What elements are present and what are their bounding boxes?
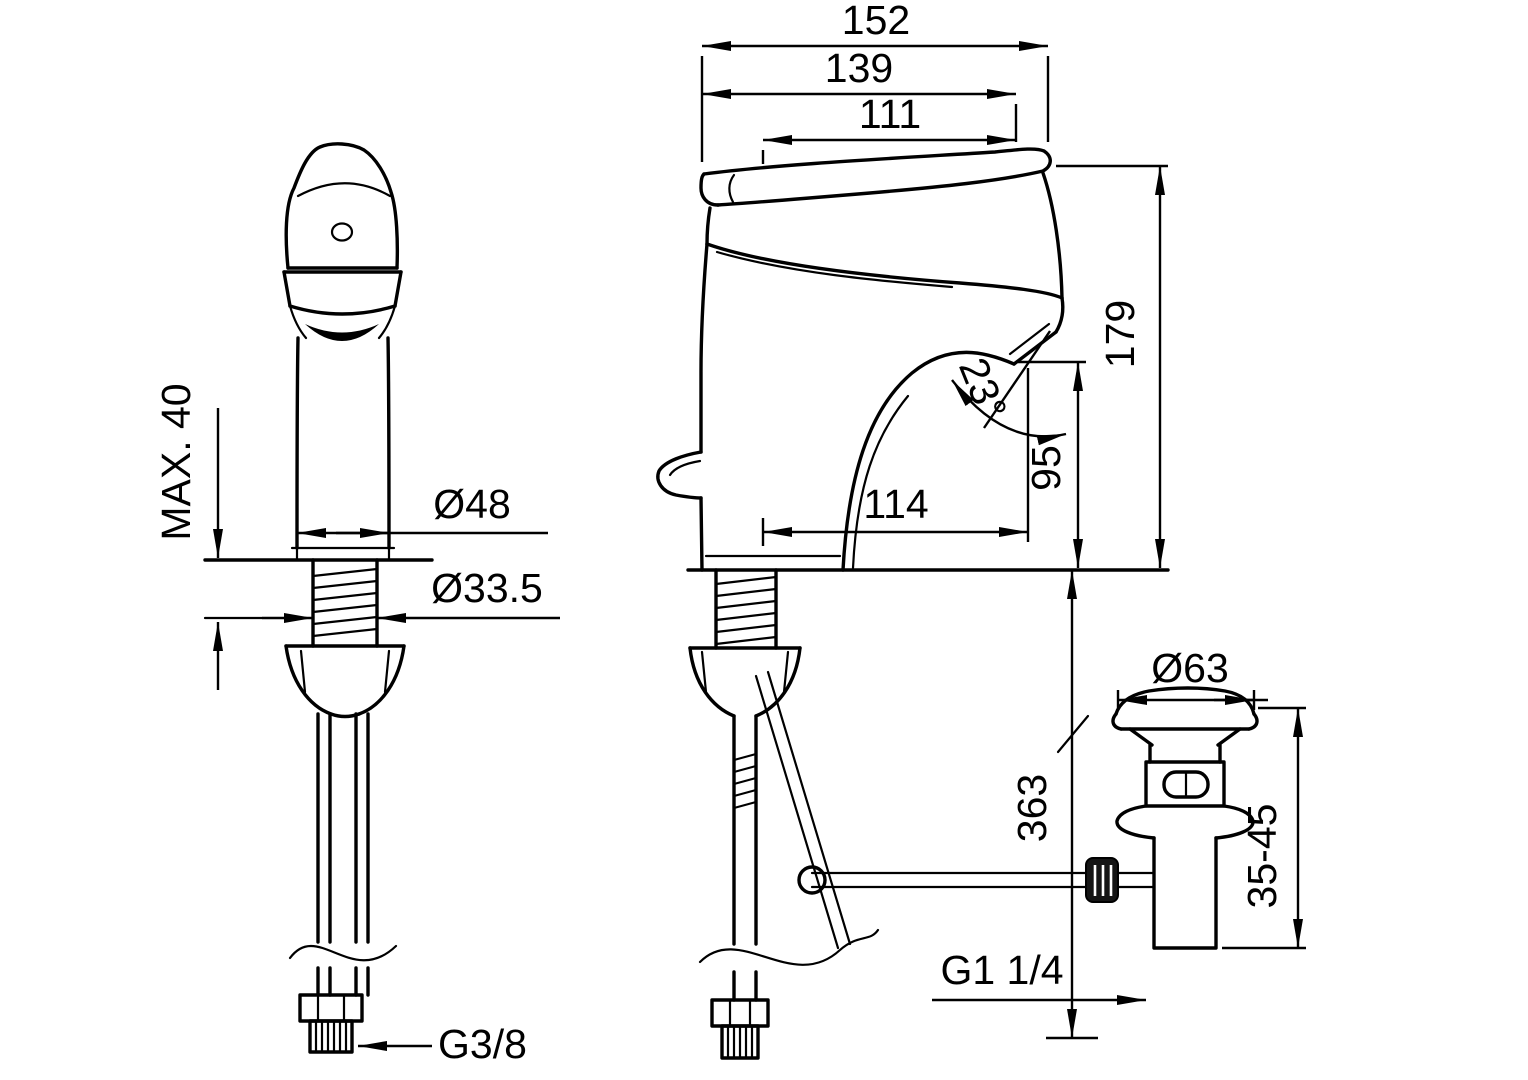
lever-handle (699, 147, 1052, 207)
cartridge-dome (705, 171, 1064, 300)
aerator (1008, 322, 1051, 356)
pull-rod-knob (656, 450, 703, 500)
handle-cap (284, 142, 400, 270)
dim-max-thickness-label: MAX. 40 (153, 383, 199, 540)
handle-button (330, 222, 354, 242)
supply-pipe-side (698, 714, 880, 1060)
faucet-body-front (290, 336, 396, 562)
dim-overall-height-label: 179 (1097, 300, 1143, 368)
supply-pipes-front (288, 712, 398, 1054)
dim-rod-length-label: 363 (1009, 774, 1055, 842)
pipe-break-front (288, 944, 398, 962)
side-view: 152 139 111 179 23° 95 114 363 Ø63 35-45… (656, 0, 1306, 1060)
dim-spout-reach-label: 114 (863, 481, 928, 527)
dim-hole-diameter-label: Ø33.5 (431, 565, 543, 611)
dimension-break-mark (1056, 714, 1090, 754)
dim-waste-thread-label: G1 1/4 (940, 947, 1063, 993)
front-view: MAX. 40 Ø48 Ø33.5 G3/8 (153, 142, 560, 1067)
dim-depth-to-spout-label: 139 (825, 45, 893, 91)
spout-opening (305, 324, 379, 341)
mounting-shank-side (688, 568, 802, 718)
dim-body-diameter-label: Ø48 (433, 481, 511, 527)
dim-lever-length-label: 111 (859, 91, 921, 137)
side-dimensions (700, 41, 1306, 1040)
dim-overall-depth-label: 152 (842, 0, 910, 43)
angle-arc (951, 379, 1067, 446)
pop-up-rod (754, 670, 1156, 950)
pop-up-waste (1085, 686, 1259, 950)
dim-spout-height-label: 95 (1023, 445, 1069, 491)
dim-inlet-thread-label: G3/8 (438, 1021, 527, 1067)
spout (841, 296, 1065, 572)
front-labels: MAX. 40 Ø48 Ø33.5 G3/8 (153, 383, 543, 1067)
side-labels: 152 139 111 179 23° 95 114 363 Ø63 35-45… (825, 0, 1285, 993)
faucet-body-side (656, 242, 842, 572)
mounting-shank-front (284, 558, 406, 719)
collar (282, 270, 403, 341)
dim-waste-diameter-label: Ø63 (1151, 645, 1229, 691)
front-dimensions (213, 408, 560, 1051)
rod-joint (797, 865, 827, 895)
pipe-break-side (698, 928, 880, 966)
mounting-deck-front (203, 558, 434, 620)
dim-mount-range-label: 35-45 (1239, 804, 1285, 909)
